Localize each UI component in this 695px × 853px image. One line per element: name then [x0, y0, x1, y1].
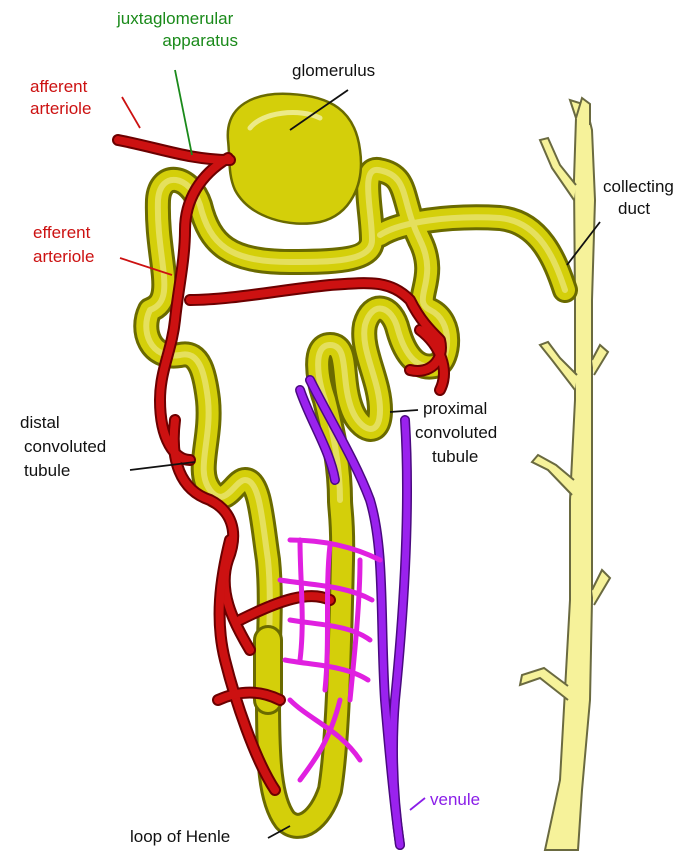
label-juxtaglomerular-apparatus: juxtaglomerular apparatus [116, 9, 238, 50]
label-glomerulus: glomerulus [292, 61, 375, 80]
label-loop-of-henle: loop of Henle [130, 827, 230, 846]
label-proximal-convoluted-tubule: proximal convoluted tubule [415, 399, 502, 466]
glomerulus-body [228, 94, 361, 224]
label-efferent-arteriole: efferent arteriole [33, 223, 95, 266]
label-afferent-arteriole: afferent arteriole [30, 77, 92, 118]
label-collecting-duct: collecting duct [603, 177, 679, 218]
collecting-duct [520, 98, 610, 850]
label-distal-convoluted-tubule: distal convoluted tubule [20, 413, 111, 480]
label-venule: venule [430, 790, 480, 809]
